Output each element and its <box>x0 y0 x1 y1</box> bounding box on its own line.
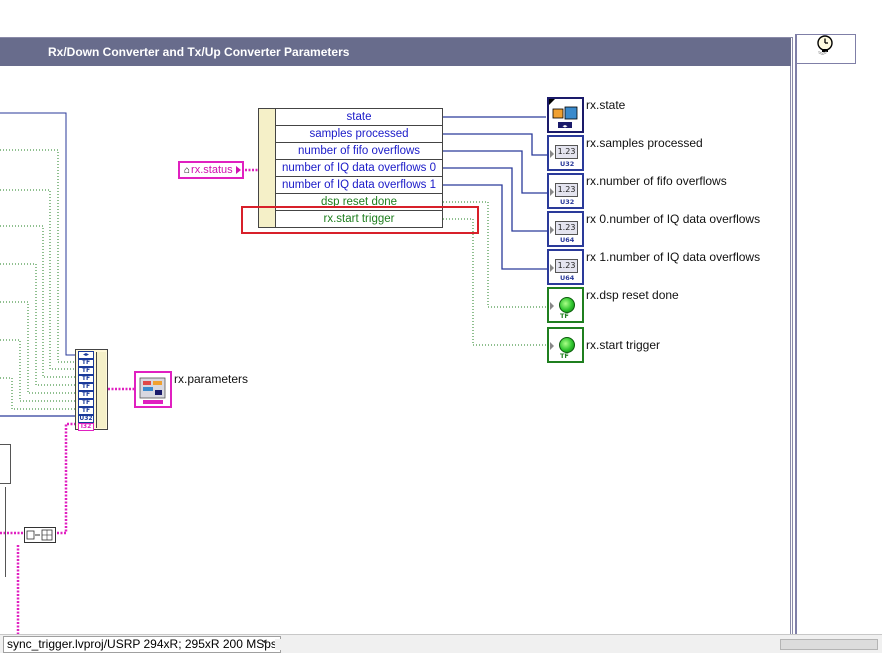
rx-status-label: rx.status <box>191 164 233 176</box>
rx-fifo-overflows-indicator[interactable]: 1.23 U32 <box>547 173 584 209</box>
rx-fifo-overflows-label: rx.number of fifo overflows <box>586 174 727 188</box>
unbundle-row-iq-overflows-0[interactable]: number of IQ data overflows 0 <box>276 160 442 177</box>
frame-title[interactable]: Rx/Down Converter and Tx/Up Converter Pa… <box>0 38 791 66</box>
bundle-by-name-node[interactable]: ◂▸ TF TF TF TF TF TF TF U32 I32 <box>75 349 108 431</box>
rx-dsp-reset-done-indicator[interactable]: TF <box>547 287 584 323</box>
bundle-terminal[interactable]: U32 <box>78 415 94 423</box>
type-tag: TF <box>560 312 569 320</box>
array-icon <box>26 529 53 541</box>
cluster-icon: ◂▸ <box>549 99 578 130</box>
type-tag: U32 <box>560 160 575 168</box>
cluster-icon <box>139 377 166 404</box>
unbundle-row-state[interactable]: state <box>276 109 442 126</box>
project-path[interactable]: sync_trigger.lvproj/USRP 294xR; 295xR 20… <box>3 636 281 653</box>
svg-text:◂▸: ◂▸ <box>562 124 568 130</box>
bundle-terminal[interactable]: TF <box>78 359 94 367</box>
horizontal-scroll-thumb[interactable] <box>780 639 878 650</box>
triangle-icon <box>550 226 554 234</box>
type-tag: U32 <box>560 198 575 206</box>
unbundle-strip <box>259 109 276 227</box>
bundle-terminal[interactable]: TF <box>78 367 94 375</box>
rx-start-trigger-label: rx.start trigger <box>586 338 661 352</box>
highlight-box <box>241 206 479 234</box>
triangle-icon <box>550 342 554 350</box>
rx-samples-processed-indicator[interactable]: 1.23 U32 <box>547 135 584 171</box>
home-icon: ⌂ <box>184 165 191 176</box>
rx-samples-processed-label: rx.samples processed <box>586 136 703 150</box>
numeric-display: 1.23 <box>555 259 578 273</box>
type-tag: TF <box>560 352 569 360</box>
build-array-node[interactable] <box>24 527 56 543</box>
numeric-display: 1.23 <box>555 221 578 235</box>
unbundle-by-name-node[interactable]: state samples processed number of fifo o… <box>258 108 443 228</box>
rx0-iq-overflows-indicator[interactable]: 1.23 U64 <box>547 211 584 247</box>
triangle-icon <box>550 188 554 196</box>
rx-state-label: rx.state <box>586 98 626 112</box>
rx-dsp-reset-done-label: rx.dsp reset done <box>586 288 679 302</box>
rx-status-control[interactable]: ⌂rx.status <box>178 161 244 179</box>
triangle-icon <box>550 150 554 158</box>
chevron-down-icon[interactable]: ︾ <box>818 52 828 62</box>
type-tag: U64 <box>560 274 575 282</box>
rx-parameters-label: rx.parameters <box>174 372 249 386</box>
bundle-terminal[interactable]: TF <box>78 375 94 383</box>
rx-parameters-indicator[interactable] <box>134 371 172 408</box>
rx-start-trigger-indicator[interactable]: TF <box>547 327 584 363</box>
triangle-icon <box>550 264 554 272</box>
led-icon <box>559 297 575 313</box>
bundle-terminal[interactable]: ◂▸ <box>78 351 94 359</box>
unbundle-row-start-trigger[interactable]: rx.start trigger <box>276 211 442 228</box>
node-fragment-2 <box>0 487 6 577</box>
led-icon <box>559 337 575 353</box>
clock-icon[interactable] <box>815 35 835 53</box>
rx1-iq-overflows-indicator[interactable]: 1.23 U64 <box>547 249 584 285</box>
unbundle-row-fifo-overflows[interactable]: number of fifo overflows <box>276 143 442 160</box>
numeric-display: 1.23 <box>555 145 578 159</box>
unbundle-row-iq-overflows-1[interactable]: number of IQ data overflows 1 <box>276 177 442 194</box>
node-fragment[interactable] <box>0 444 11 484</box>
bundle-terminal[interactable]: TF <box>78 399 94 407</box>
bundle-terminal[interactable]: TF <box>78 391 94 399</box>
bundle-bar <box>96 352 106 428</box>
numeric-display: 1.23 <box>555 183 578 197</box>
scroll-left-icon[interactable]: ◂ <box>262 637 267 647</box>
arrow-right-icon <box>236 166 241 174</box>
bundle-terminal[interactable]: TF <box>78 407 94 415</box>
unbundle-row-samples-processed[interactable]: samples processed <box>276 126 442 143</box>
bundle-terminal[interactable]: I32 <box>78 423 94 431</box>
triangle-icon <box>550 302 554 310</box>
bundle-terminal[interactable]: TF <box>78 383 94 391</box>
outer-loop-border <box>795 34 797 637</box>
rx1-iq-overflows-label: rx 1.number of IQ data overflows <box>586 250 761 264</box>
type-tag: U64 <box>560 236 575 244</box>
horizontal-scroll-track[interactable] <box>275 639 775 650</box>
rx0-iq-overflows-label: rx 0.number of IQ data overflows <box>586 212 761 226</box>
rx-state-indicator[interactable]: ◂▸ <box>547 97 584 133</box>
status-bar: sync_trigger.lvproj/USRP 294xR; 295xR 20… <box>0 634 882 653</box>
